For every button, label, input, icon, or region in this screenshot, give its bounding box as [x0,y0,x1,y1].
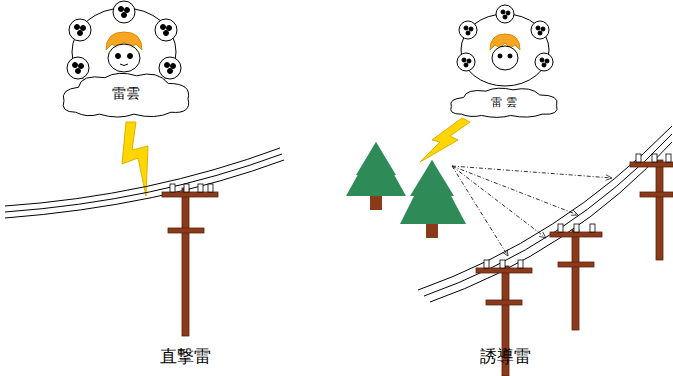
caption-label: 誘導雷 [480,345,531,368]
cloud-shape [451,88,557,117]
thunder-god-right [457,5,553,86]
cloud-label: 雷 雲 [491,95,517,110]
power-lines-right [418,126,672,302]
lightning-bolt [420,118,470,162]
lightning-bolt [122,122,148,196]
thundercloud: 雷雲 [60,70,192,118]
caption-label: 直撃雷 [160,345,211,368]
utility-pole-left [162,184,218,336]
cloud-label: 雷雲 [112,85,140,103]
thundercloud: 雷 雲 [448,86,560,118]
utility-pole-right [476,154,673,376]
induction-arrows [452,166,612,256]
tree [346,142,466,238]
cloud-shape [63,73,188,117]
power-lines-left [5,148,284,218]
